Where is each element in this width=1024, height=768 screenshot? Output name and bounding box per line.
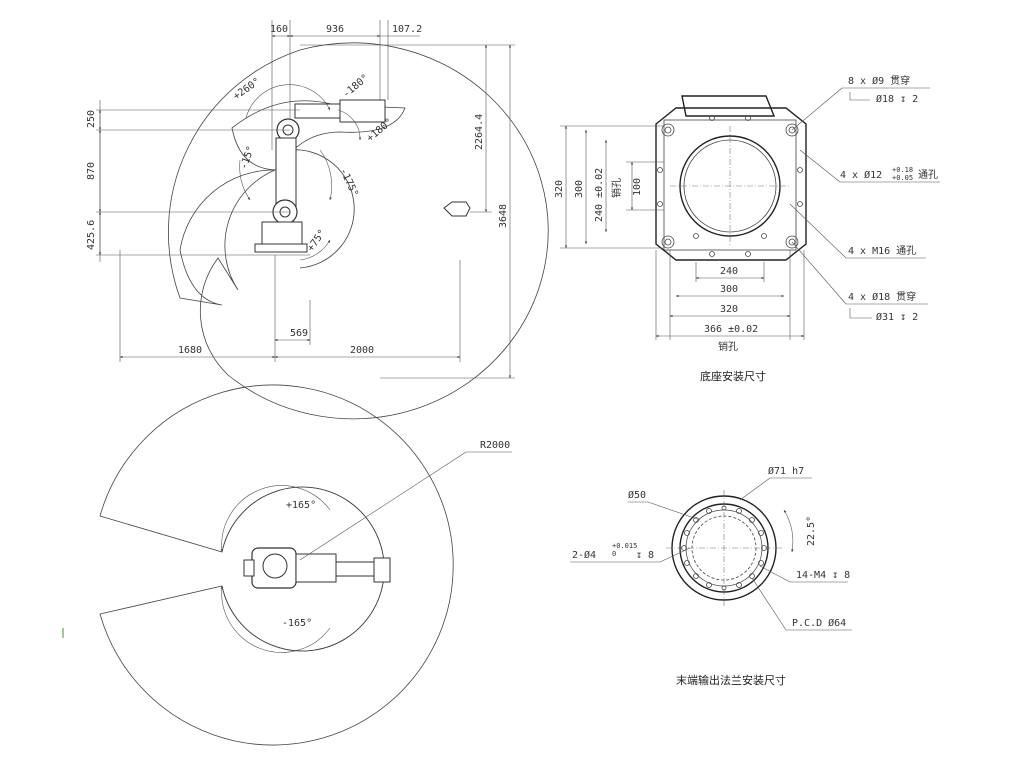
tool-outline [443, 201, 471, 217]
side-dim-250: 250 [86, 110, 97, 128]
callout-4xd18: 4 x Ø18 贯穿 [848, 290, 916, 303]
robot-arm-top-silhouette [243, 547, 391, 589]
base-dim-320-v: 320 [554, 180, 565, 198]
side-dim-425: 425.6 [86, 220, 97, 250]
flange-bolt-holes [681, 505, 767, 591]
flange-pcd: P.C.D Ø64 [792, 617, 846, 629]
side-dim-2000: 2000 [350, 345, 374, 356]
flange-angle: 22.5° [806, 516, 817, 546]
side-dim-160: 160 [270, 24, 288, 35]
base-mount-caption: 底座安装尺寸 [700, 369, 766, 383]
side-view-workspace: 250 870 425.6 160 936 107.2 2264.4 3648 … [86, 20, 549, 420]
side-angle-75: +75° [305, 228, 328, 254]
flange-pin-tol-lower: 0 [612, 550, 616, 558]
flange-d71: Ø71 h7 [768, 465, 804, 477]
flange-d50: Ø50 [628, 489, 646, 501]
base-mount-drawing: 320 300 240 ±0.02 销孔 100 240 300 320 366… [554, 74, 940, 383]
base-dim-100-v: 100 [632, 178, 643, 196]
callout-d12-tol-upper: +0.18 [892, 166, 913, 174]
small-bolt-holes [657, 115, 803, 257]
top-angle-neg165: -165° [282, 618, 312, 629]
base-dim-240-h: 240 [720, 266, 738, 277]
flange-drawing: Ø71 h7 Ø50 2-Ø4 +0.015 0 ↧ 8 22.5° 14-M4… [570, 465, 852, 687]
side-dim-569: 569 [290, 328, 308, 339]
callout-d12-suffix: 通孔 [918, 169, 938, 181]
side-dim-936: 936 [326, 24, 344, 35]
top-view-workspace: R2000 +165° -165° [99, 384, 512, 746]
callout-4xm16: 4 x M16 通孔 [848, 245, 916, 257]
flange-pin-tol-upper: +0.015 [612, 542, 637, 550]
base-dim-240-v: 240 ±0.02 [594, 168, 605, 222]
flange-pin-holes: 2-Ø4 [572, 549, 596, 561]
top-angle-pos165: +165° [286, 500, 316, 511]
callout-d31: Ø31 ↧ 2 [876, 311, 918, 323]
base-pin-hole-h: 销孔 [718, 340, 738, 353]
flange-pin-depth: ↧ 8 [636, 550, 654, 561]
callout-d18: Ø18 ↧ 2 [876, 93, 918, 105]
side-angle-neg180: -180° [341, 73, 371, 101]
callout-8xd9: 8 x Ø9 贯穿 [848, 74, 910, 87]
callout-d12-tol-lower: +0.05 [892, 174, 913, 182]
corner-bolt-holes [661, 123, 799, 249]
side-dim-1680: 1680 [178, 345, 202, 356]
base-dim-320-h: 320 [720, 304, 738, 315]
base-dim-300-h: 300 [720, 284, 738, 295]
callout-4xd12: 4 x Ø12 [840, 169, 882, 181]
robot-arm-side-silhouette [254, 99, 386, 253]
flange-caption: 末端输出法兰安装尺寸 [676, 673, 786, 687]
flange-thread: 14-M4 ↧ 8 [796, 570, 850, 581]
side-dim-2264: 2264.4 [474, 114, 485, 150]
side-dim-107: 107.2 [392, 24, 422, 35]
side-angle-260: +260° [231, 76, 262, 102]
base-dim-366-h: 366 ±0.02 [704, 324, 758, 335]
edge-marker [62, 628, 64, 638]
side-dim-3648: 3648 [498, 204, 509, 228]
top-radius-label: R2000 [480, 440, 510, 451]
base-pin-hole-v: 销孔 [610, 178, 623, 198]
base-dim-300-v: 300 [574, 180, 585, 198]
side-angle-neg175: -175° [337, 167, 360, 199]
side-dim-870: 870 [86, 162, 97, 180]
